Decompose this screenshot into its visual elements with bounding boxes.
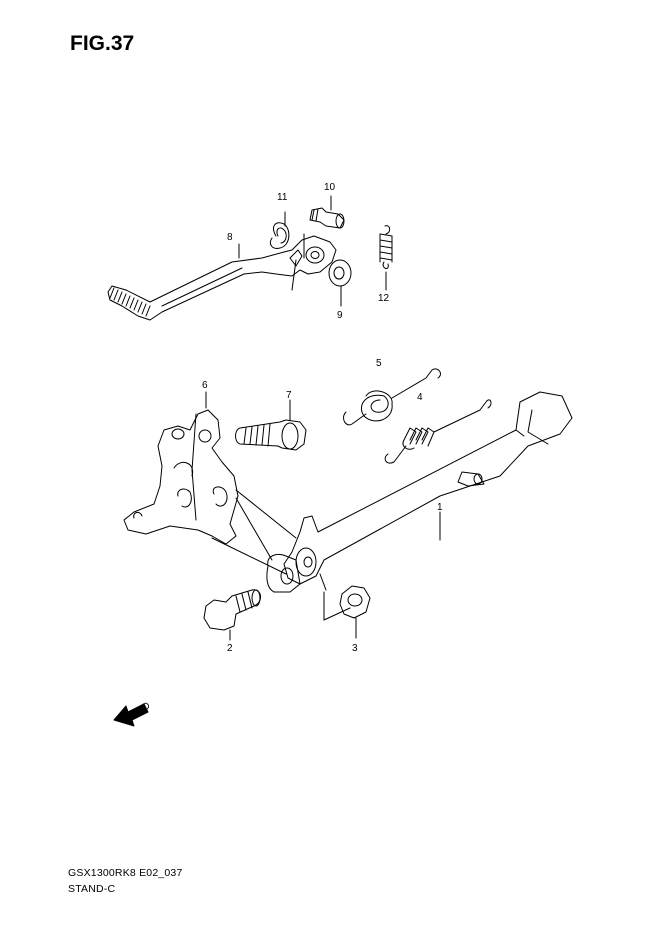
callout-3: 3 [352, 643, 358, 654]
fwd-label: FWD [127, 700, 152, 720]
callout-labels: 1 2 3 4 5 6 7 8 9 10 11 12 FWD [127, 182, 443, 721]
callout-12: 12 [378, 293, 390, 304]
callout-9: 9 [337, 310, 343, 321]
callout-7: 7 [286, 390, 292, 401]
callout-1: 1 [437, 502, 443, 513]
fwd-arrow-icon [114, 704, 148, 726]
part-3-nut [340, 586, 370, 638]
part-1-side-stand [284, 392, 572, 584]
part-7-bolt [236, 400, 307, 450]
part-4-spring [385, 400, 491, 463]
part-11-snap-ring [270, 223, 289, 249]
figure-title: FIG.37 [70, 32, 135, 55]
figure-name: STAND-C [68, 883, 116, 895]
part-6-bracket [124, 392, 238, 544]
callout-4: 4 [417, 392, 423, 403]
part-12-spring [380, 226, 392, 269]
figure-code: GSX1300RK8 E02_037 [68, 867, 183, 879]
part-10-pin [310, 208, 344, 228]
callout-2: 2 [227, 643, 233, 654]
part-9-washer [329, 260, 351, 286]
part-8-brake-pedal [108, 236, 336, 320]
callout-10: 10 [324, 182, 336, 193]
callout-8: 8 [227, 232, 233, 243]
part-2-bolt [204, 590, 261, 640]
callout-6: 6 [202, 380, 208, 391]
callout-11: 11 [277, 192, 288, 203]
part-5-spring [344, 369, 441, 425]
callout-5: 5 [376, 358, 382, 369]
